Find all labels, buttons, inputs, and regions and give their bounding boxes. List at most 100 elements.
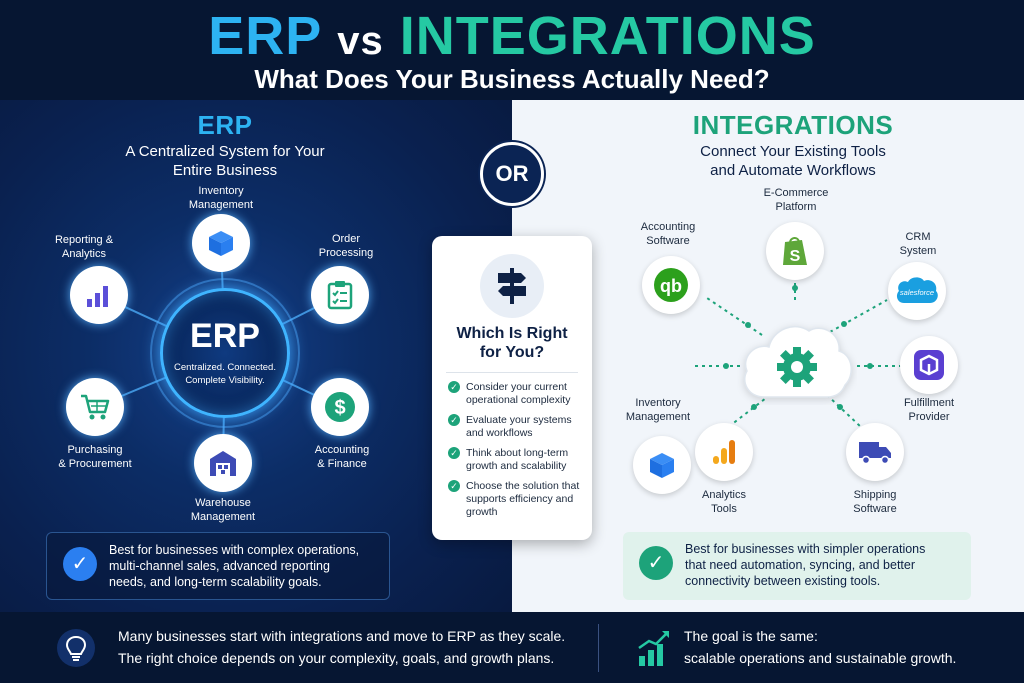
checklist-item-line: growth <box>466 506 498 518</box>
checklist-item-line: Consider your current <box>466 381 567 393</box>
int-node-label-inventory: Inventory Management <box>598 396 718 424</box>
checklist-item-line: Evaluate your systems <box>466 414 572 426</box>
erp-panel: ERP A Centralized System for Your Entire… <box>0 100 512 612</box>
erp-node-order-processing <box>311 266 369 324</box>
dollar-icon: $ <box>325 392 355 422</box>
footer-left-line1: Many businesses start with integrations … <box>118 628 566 644</box>
erp-hub: ERP Centralized. Connected. Complete Vis… <box>160 288 290 418</box>
int-node-accounting: qb <box>642 256 700 314</box>
checklist-item: ✓ Choose the solution that supports effi… <box>448 480 588 519</box>
erp-best-for-line: Best for businesses with complex operati… <box>109 543 360 557</box>
int-node-shipping <box>846 423 904 481</box>
int-node-analytics <box>695 423 753 481</box>
analytics-icon <box>713 440 735 464</box>
erp-node-label-line: Purchasing <box>67 444 123 456</box>
erp-node-purchasing <box>66 378 124 436</box>
checklist-item: ✓ Consider your current operational comp… <box>448 381 588 407</box>
salesforce-wordmark: salesforce <box>900 288 934 297</box>
cloud-gear-hub <box>744 326 852 398</box>
erp-node-reporting <box>70 266 128 324</box>
integrations-subtitle-line2: and Automate Workflows <box>710 162 876 179</box>
checklist-item-line: operational complexity <box>466 394 571 406</box>
int-node-inventory <box>633 436 691 494</box>
decision-card: Which Is Right for You? ✓ Consider your … <box>432 236 592 540</box>
erp-node-label-line: Accounting <box>314 444 370 456</box>
int-node-label-line: Analytics <box>701 489 747 501</box>
erp-hub-tagline-line2: Complete Visibility. <box>185 375 265 386</box>
erp-node-label-line: Reporting & <box>54 234 114 246</box>
salesforce-icon: salesforce <box>896 277 938 303</box>
footer: Many businesses start with integrations … <box>0 612 1024 683</box>
int-node-label-analytics: Analytics Tools <box>664 488 784 516</box>
erp-hub-title: ERP <box>190 317 260 355</box>
int-node-label-line: CRM <box>905 231 931 243</box>
int-node-label-line: Shipping <box>853 489 897 501</box>
int-best-for-line: Best for businesses with simpler operati… <box>685 542 926 556</box>
int-node-label-line: Fulfillment <box>903 397 955 409</box>
erp-best-for-box: ✓ Best for businesses with complex opera… <box>46 532 390 600</box>
footer-left-text: Many businesses start with integrations … <box>118 625 565 669</box>
erp-node-label-line: Analytics <box>61 248 107 260</box>
int-best-for-line: that need automation, syncing, and bette… <box>685 558 916 572</box>
int-node-label-line: E-Commerce <box>763 187 829 199</box>
integrations-best-for-box: ✓ Best for businesses with simpler opera… <box>623 532 971 600</box>
footer-left-line2: The right choice depends on your complex… <box>118 650 555 666</box>
growth-chart-icon <box>638 631 669 666</box>
int-node-label-shipping: Shipping Software <box>815 488 935 516</box>
card-title-line2: for You? <box>479 344 545 361</box>
box-icon <box>209 231 233 256</box>
erp-section-subtitle: A Centralized System for Your Entire Bus… <box>0 142 450 180</box>
check-circle-icon: ✓ <box>63 547 97 581</box>
checklist-item: ✓ Think about long-term growth and scala… <box>448 447 588 473</box>
box-icon <box>650 453 674 478</box>
svg-text:qb: qb <box>660 276 682 296</box>
int-node-label-line: Management <box>625 411 691 423</box>
int-node-label-line: Inventory <box>635 397 681 409</box>
int-node-label-line: Tools <box>711 503 737 515</box>
erp-best-for-line: needs, and long-term scalability goals. <box>109 575 322 589</box>
erp-node-inventory <box>192 214 250 272</box>
header: ERP vs INTEGRATIONS What Does Your Busin… <box>0 0 1024 100</box>
int-node-ecommerce: S <box>766 222 824 280</box>
int-node-label-crm: CRM System <box>858 230 978 258</box>
card-title-line1: Which Is Right <box>456 325 568 342</box>
cart-icon <box>81 394 110 420</box>
int-node-label-line: System <box>899 245 937 257</box>
shopify-icon: S <box>783 237 807 265</box>
int-node-label-ecommerce: E-Commerce Platform <box>736 186 856 214</box>
erp-node-label-warehouse: Warehouse Management <box>163 496 283 524</box>
erp-subtitle-line2: Entire Business <box>172 162 278 179</box>
erp-best-for-line: multi-channel sales, advanced reporting <box>109 559 330 573</box>
card-title: Which Is Right for You? <box>432 324 592 362</box>
checklist-item-line: growth and scalability <box>466 460 567 472</box>
erp-node-label-line: Warehouse <box>195 497 251 509</box>
main-title: ERP vs INTEGRATIONS <box>0 6 1024 71</box>
checklist-item-line: and workflows <box>466 427 533 439</box>
erp-node-label-line: Order <box>331 233 361 245</box>
signpost-icon <box>498 268 526 304</box>
int-node-label-line: Software <box>646 235 690 247</box>
check-icon: ✓ <box>448 414 460 426</box>
erp-node-label-line: Management <box>188 199 254 211</box>
erp-node-label-purchasing: Purchasing & Procurement <box>35 443 155 471</box>
title-erp: ERP <box>208 6 322 66</box>
title-vs: vs <box>337 19 384 63</box>
int-best-for-line: connectivity between existing tools. <box>685 574 881 588</box>
gear-icon <box>777 347 817 387</box>
integrations-section-subtitle: Connect Your Existing Tools and Automate… <box>562 142 1024 180</box>
lightbulb-icon <box>57 629 95 667</box>
checklist-item: ✓ Evaluate your systems and workflows <box>448 414 588 440</box>
footer-right-line1: The goal is the same: <box>684 628 818 644</box>
title-integrations: INTEGRATIONS <box>399 6 816 66</box>
erp-node-label-line: & Finance <box>317 458 367 470</box>
int-node-label-line: Provider <box>908 411 950 423</box>
int-node-label-line: Software <box>853 503 897 515</box>
erp-node-label-line: Inventory <box>198 185 244 197</box>
int-node-label-line: Accounting <box>640 221 696 233</box>
erp-node-label-order: Order Processing <box>286 232 406 260</box>
erp-hub-tagline: Centralized. Connected. Complete Visibil… <box>163 361 287 387</box>
erp-section-title: ERP <box>197 110 253 140</box>
svg-text:S: S <box>790 248 801 265</box>
truck-icon <box>859 442 891 465</box>
erp-node-label-line: Management <box>190 511 256 523</box>
